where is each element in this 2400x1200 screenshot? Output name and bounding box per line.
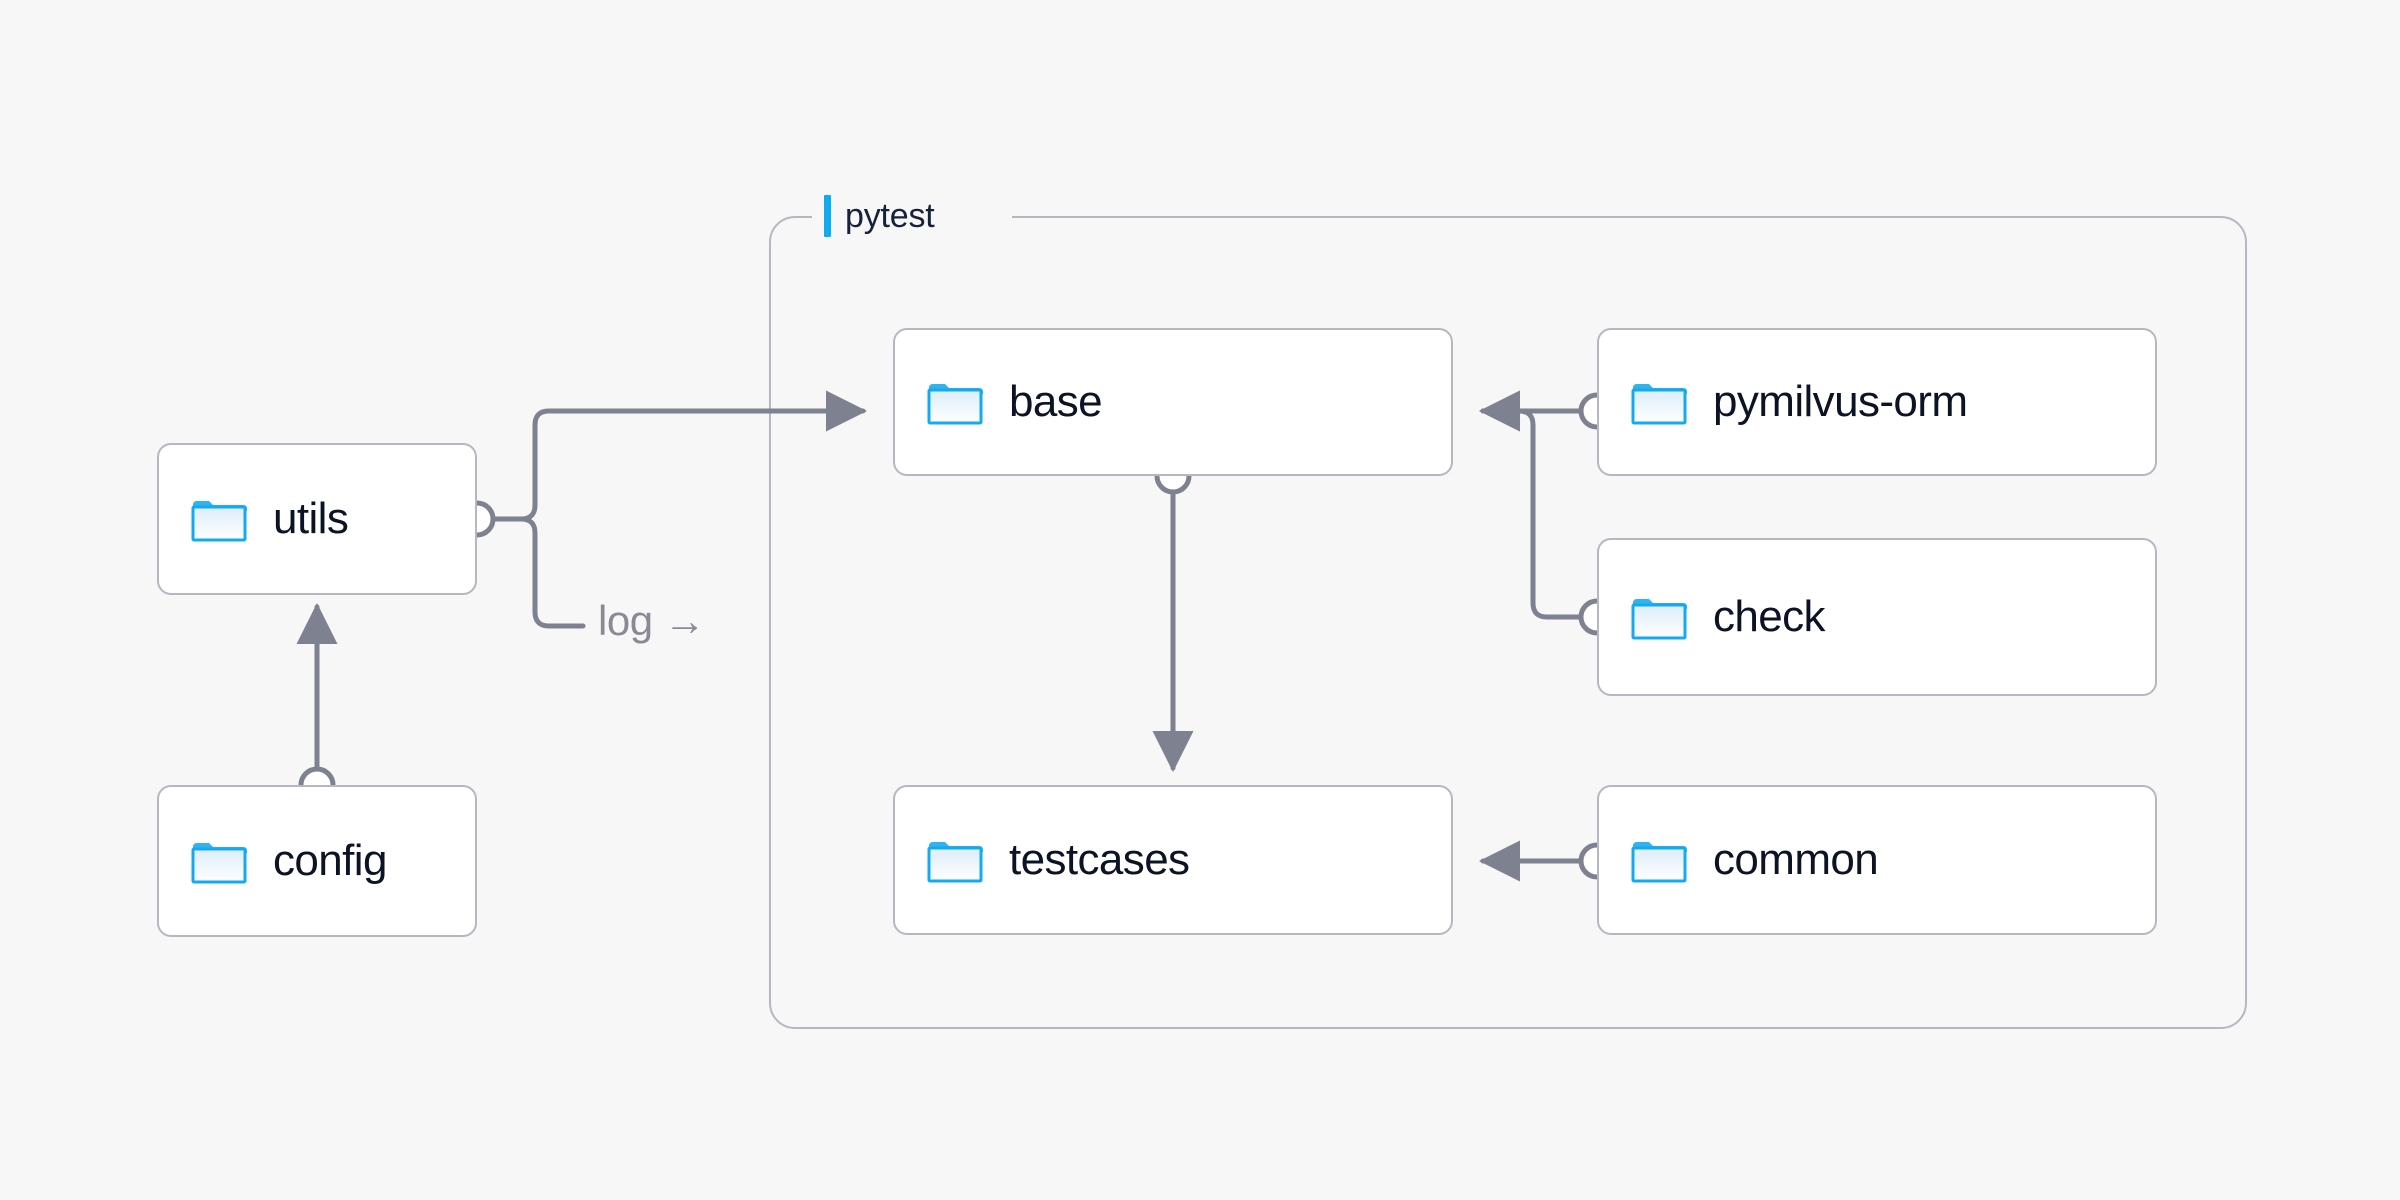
node-base[interactable]: base [893,328,1453,476]
node-label: testcases [1009,835,1190,884]
group-label-mask [812,198,1012,238]
accent-bar-icon [824,195,831,237]
edge-label-log: log → [598,597,706,644]
node-check[interactable]: check [1597,538,2157,696]
node-label: check [1713,592,1826,641]
edge-utils-to-log [490,516,586,629]
folder-icon [927,384,983,425]
pytest-group-label: pytest [824,192,935,240]
folder-icon [1631,842,1687,883]
pytest-group-container[interactable] [769,216,2247,1029]
folder-icon [1631,384,1687,425]
node-label: utils [273,494,349,543]
node-label: base [1009,377,1103,426]
edge-config-to-utils [296,603,338,804]
node-pymilvus-orm[interactable]: pymilvus-orm [1597,328,2157,476]
node-common[interactable]: common [1597,785,2157,935]
node-config[interactable]: config [157,785,477,937]
node-utils[interactable]: utils [157,443,477,595]
folder-icon [927,842,983,883]
node-label: pymilvus-orm [1713,377,1968,426]
folder-icon [1631,599,1687,640]
group-label-text: pytest [845,197,935,235]
node-label: common [1713,835,1879,884]
folder-icon [191,501,247,542]
folder-icon [191,843,247,884]
node-label: config [273,836,387,885]
node-testcases[interactable]: testcases [893,785,1453,935]
